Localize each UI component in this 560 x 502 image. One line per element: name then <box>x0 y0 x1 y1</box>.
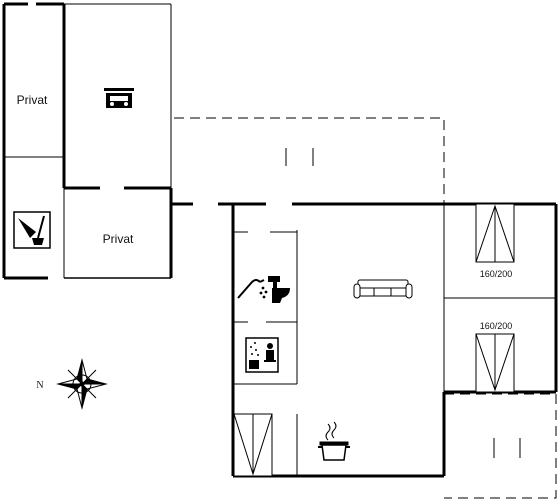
main-house <box>171 202 558 478</box>
bed-bottom <box>475 333 515 393</box>
shower-icon <box>237 279 268 299</box>
bed-label-bottom: 160/200 <box>480 321 513 331</box>
bed-top <box>475 203 515 263</box>
window-marks <box>285 148 521 458</box>
bed-left <box>233 413 273 477</box>
cleaning-tools-icon <box>13 211 51 249</box>
room-label-privat-top: Privat <box>17 93 48 107</box>
outbuilding <box>2 2 173 280</box>
compass-rose-icon <box>56 358 108 410</box>
car-in-garage-icon <box>104 88 134 108</box>
compass-north-label: N <box>36 380 43 391</box>
room-label-privat-mid: Privat <box>103 232 134 246</box>
toilet-icon <box>268 276 290 303</box>
sofa-icon <box>353 279 413 299</box>
terrace-outline <box>174 117 557 499</box>
cooking-pot-icon <box>318 421 350 461</box>
bed-label-top: 160/200 <box>480 269 513 279</box>
sauna-icon <box>245 337 279 373</box>
